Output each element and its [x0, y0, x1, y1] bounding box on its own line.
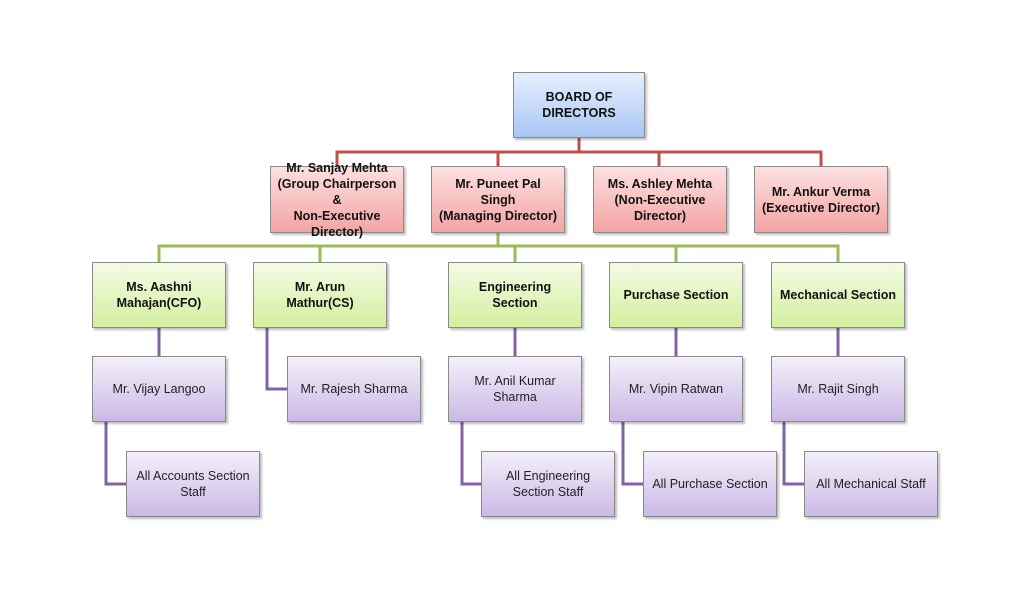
section-box-purchase[interactable]: Purchase Section: [609, 262, 743, 328]
section-box-engineering[interactable]: Engineering Section: [448, 262, 582, 328]
connector-staff-5: [782, 422, 805, 486]
staff-label: All Purchase Section: [652, 477, 768, 491]
head-box-rajit-singh[interactable]: Mr. Rajit Singh: [771, 356, 905, 422]
head-box-vijay-langoo[interactable]: Mr. Vijay Langoo: [92, 356, 226, 422]
director-label: Mr. Sanjay Mehta (Group Chairperson & No…: [277, 160, 397, 239]
connector-head-2: [265, 328, 288, 391]
section-box-mechanical[interactable]: Mechanical Section: [771, 262, 905, 328]
section-label: Mechanical Section: [779, 288, 896, 302]
head-label: Mr. Rajesh Sharma: [300, 382, 408, 396]
board-of-directors-box[interactable]: BOARD OF DIRECTORS: [513, 72, 645, 138]
connector-staff-4: [621, 422, 643, 486]
connector-staff-3: [460, 422, 482, 486]
head-label: Mr. Anil Kumar Sharma: [474, 374, 556, 404]
director-box-sanjay-mehta[interactable]: Mr. Sanjay Mehta (Group Chairperson & No…: [270, 161, 404, 239]
section-label: Engineering Section: [478, 280, 552, 310]
staff-label: All Accounts Section Staff: [136, 469, 250, 499]
section-label: Mr. Arun Mathur(CS): [286, 280, 354, 310]
section-box-arun-mathur-cs[interactable]: Mr. Arun Mathur(CS): [253, 262, 387, 328]
connector-board-directors: [335, 150, 823, 172]
director-box-puneet-pal-singh[interactable]: Mr. Puneet Pal Singh (Managing Director): [431, 166, 565, 233]
section-label: Purchase Section: [623, 288, 729, 302]
staff-label: All Mechanical Staff: [816, 477, 926, 491]
head-box-anil-kumar-sharma[interactable]: Mr. Anil Kumar Sharma: [448, 356, 582, 422]
director-label: Ms. Ashley Mehta (Non-Executive Director…: [607, 176, 713, 223]
director-box-ankur-verma[interactable]: Mr. Ankur Verma (Executive Director): [754, 166, 888, 233]
head-box-rajesh-sharma[interactable]: Mr. Rajesh Sharma: [287, 356, 421, 422]
staff-box-accounts[interactable]: All Accounts Section Staff: [126, 451, 260, 517]
connector-sections-bar: [157, 244, 840, 262]
head-box-vipin-ratwan[interactable]: Mr. Vipin Ratwan: [609, 356, 743, 422]
section-label: Ms. Aashni Mahajan(CFO): [116, 280, 202, 310]
section-box-aashni-mahajan-cfo[interactable]: Ms. Aashni Mahajan(CFO): [92, 262, 226, 328]
director-label: Mr. Ankur Verma (Executive Director): [761, 184, 881, 215]
director-label: Mr. Puneet Pal Singh (Managing Director): [438, 176, 558, 223]
board-of-directors-label: BOARD OF DIRECTORS: [542, 90, 616, 120]
director-box-ashley-mehta[interactable]: Ms. Ashley Mehta (Non-Executive Director…: [593, 166, 727, 233]
staff-box-mechanical[interactable]: All Mechanical Staff: [804, 451, 938, 517]
staff-box-purchase[interactable]: All Purchase Section: [643, 451, 777, 517]
connector-staff-1: [104, 422, 127, 486]
head-label: Mr. Vipin Ratwan: [628, 382, 724, 396]
head-label: Mr. Rajit Singh: [797, 382, 879, 396]
staff-label: All Engineering Section Staff: [505, 469, 591, 499]
staff-box-engineering[interactable]: All Engineering Section Staff: [481, 451, 615, 517]
head-label: Mr. Vijay Langoo: [112, 382, 206, 396]
